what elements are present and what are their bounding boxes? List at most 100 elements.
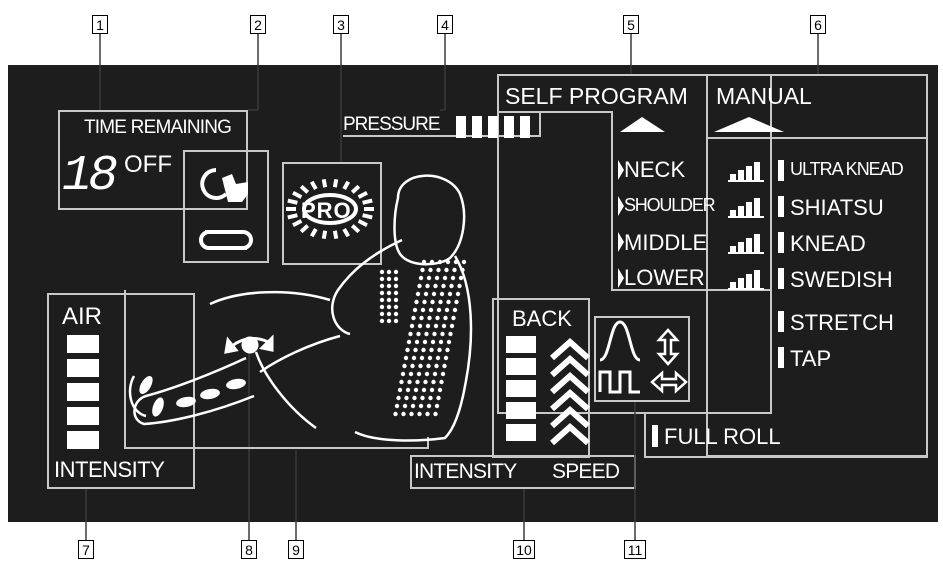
mode-indicators xyxy=(778,160,784,368)
pro-dial-ray xyxy=(332,230,339,240)
callout-11: 11 xyxy=(624,540,646,559)
back-dot xyxy=(421,347,426,353)
back-dot xyxy=(427,355,433,361)
level-bar xyxy=(738,278,744,288)
callout-10: 10 xyxy=(513,540,535,559)
back-dot xyxy=(444,267,449,273)
back-dot xyxy=(460,267,465,273)
loop-icon xyxy=(199,230,253,250)
back-dot xyxy=(445,259,451,265)
back-dot xyxy=(446,299,451,305)
leg-airbag xyxy=(226,378,246,390)
manual-title: MANUAL xyxy=(716,83,812,109)
air-intensity-bars xyxy=(67,335,99,449)
shoulder-dot xyxy=(379,304,385,310)
air-intensity-label: INTENSITY xyxy=(54,457,165,482)
wave-pattern-icon xyxy=(599,320,641,362)
speed-chevron xyxy=(550,388,590,412)
air-title: AIR xyxy=(62,303,103,330)
back-dot xyxy=(417,411,422,417)
pro-dial-ray xyxy=(332,178,339,188)
back-dot xyxy=(449,323,455,329)
back-dot xyxy=(441,323,447,329)
level-bar xyxy=(738,170,744,180)
back-dot xyxy=(402,363,407,369)
pressure-segment xyxy=(520,116,530,138)
area-arrow-icon xyxy=(618,160,624,180)
back-dot xyxy=(399,379,404,385)
level-bar xyxy=(730,210,736,216)
back-dot xyxy=(458,275,464,281)
pro-dial-ray xyxy=(292,191,303,199)
back-dot xyxy=(437,347,442,353)
pro-dial-ray xyxy=(292,219,303,227)
back-dot xyxy=(452,307,458,313)
pressure-segment xyxy=(472,116,482,138)
manual-triangle-icon xyxy=(714,117,784,132)
pro-dial-ray xyxy=(309,180,318,190)
level-bar xyxy=(754,234,760,252)
back-dot xyxy=(424,371,430,377)
back-dot xyxy=(440,371,446,377)
area-neck-label: NECK xyxy=(624,157,686,182)
callout-6: 6 xyxy=(810,15,826,34)
back-dot xyxy=(450,275,456,281)
back-dot xyxy=(447,291,453,297)
back-dot xyxy=(397,387,403,393)
back-bar xyxy=(506,336,536,353)
back-dot xyxy=(434,363,439,369)
pro-dial-ray xyxy=(309,228,318,238)
back-dot xyxy=(448,331,453,337)
back-dot xyxy=(426,275,432,281)
back-dot xyxy=(433,323,439,329)
pro-dial-ray xyxy=(357,219,368,227)
leg-airbag xyxy=(200,388,220,400)
back-dot xyxy=(437,259,443,265)
back-dot xyxy=(413,347,418,353)
back-dot xyxy=(436,267,441,273)
mode-ultra-knead-label: ULTRA KNEAD xyxy=(790,159,904,179)
pro-dial-ray xyxy=(287,213,298,220)
back-dot xyxy=(422,339,428,345)
back-dot xyxy=(429,387,435,393)
back-dot xyxy=(420,395,425,401)
shoulder-dot xyxy=(386,297,392,303)
level-bar xyxy=(746,238,752,252)
back-dot xyxy=(412,395,417,401)
pro-dial-ray xyxy=(321,230,328,240)
shoulder-dot xyxy=(379,290,385,296)
back-dot xyxy=(440,331,445,337)
back-dot xyxy=(441,283,446,289)
back-dot xyxy=(430,299,435,305)
back-dot xyxy=(457,283,462,289)
back-dot xyxy=(451,315,456,321)
back-dot xyxy=(426,363,431,369)
air-bar xyxy=(67,335,99,353)
full-roll-label: FULL ROLL xyxy=(664,424,781,449)
back-dot xyxy=(433,411,438,417)
back-dot xyxy=(430,339,436,345)
back-dot xyxy=(449,283,454,289)
back-dot xyxy=(438,339,444,345)
back-intensity-label: INTENSITY xyxy=(414,460,517,483)
shoulder-dot xyxy=(393,311,399,317)
back-dot xyxy=(396,395,401,401)
back-dot xyxy=(442,275,448,281)
back-dot xyxy=(419,355,425,361)
pressure-segment xyxy=(456,116,466,138)
shoulder-dot xyxy=(393,318,399,324)
vertical-arrows-icon xyxy=(656,328,680,366)
back-dot xyxy=(415,291,421,297)
back-dot xyxy=(407,379,412,385)
callout-5: 5 xyxy=(623,15,639,34)
back-dot xyxy=(421,387,427,393)
shoulder-dot xyxy=(379,311,385,317)
back-dot xyxy=(429,259,435,265)
back-dot xyxy=(452,267,457,273)
back-dot xyxy=(401,411,406,417)
back-bar xyxy=(506,424,536,441)
pulse-pattern-icon xyxy=(598,370,640,394)
mode-marker xyxy=(778,232,784,253)
back-dot xyxy=(423,291,429,297)
speed-chevron xyxy=(550,371,590,395)
